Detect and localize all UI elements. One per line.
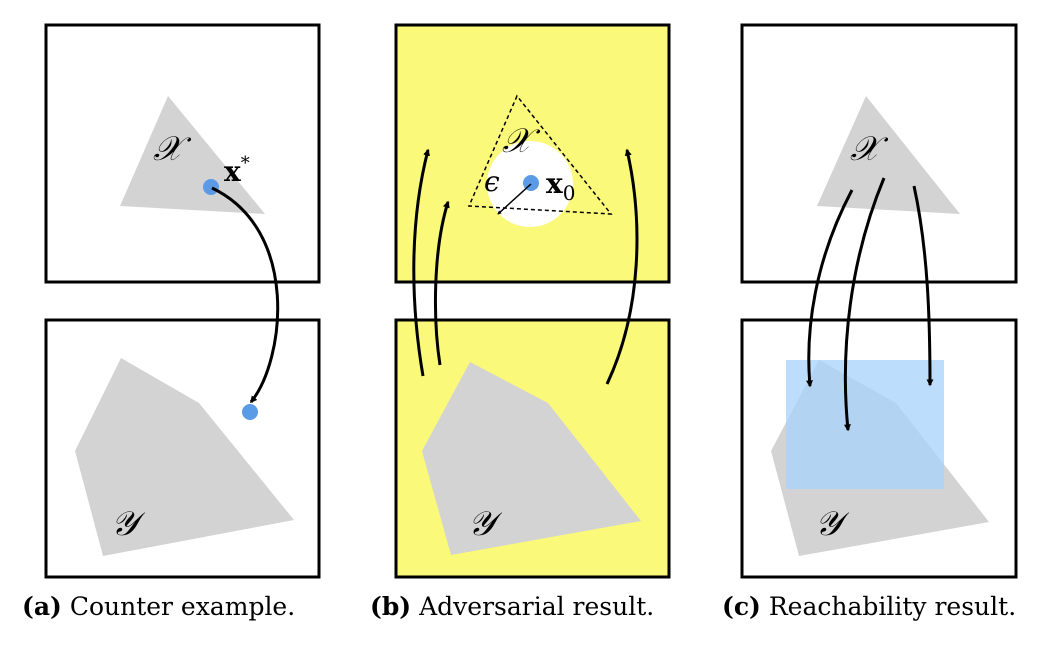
caption-tag-c: (c): [722, 592, 761, 621]
panel-c: 𝒳 𝒴: [740, 23, 1018, 579]
caption-text-c: Reachability result.: [768, 592, 1017, 621]
reach-arrow-2: [843, 177, 886, 432]
output-set-y-a: [75, 358, 294, 556]
nominal-point-label: x0: [546, 167, 575, 205]
caption-c: (c) Reachability result.: [722, 592, 1016, 621]
counterexample-point-output: [242, 404, 258, 420]
panel-b: 𝒳 𝒴 ϵ x0: [394, 23, 671, 579]
caption-tag-a: (a): [22, 592, 62, 621]
adversarial-arrow-3: [605, 148, 639, 385]
counterexample-point-input: [203, 179, 219, 195]
input-set-x-b: [467, 94, 613, 215]
reach-arrow-1: [806, 189, 854, 388]
panel-a: 𝒳 𝒴 x*: [44, 23, 321, 579]
input-set-x-c: [817, 96, 960, 214]
caption-a: (a) Counter example.: [22, 592, 295, 621]
caption-tag-b: (b): [370, 592, 412, 621]
reach-arrow-3: [912, 185, 934, 387]
output-set-y-b: [422, 362, 641, 555]
caption-text-a: Counter example.: [69, 592, 296, 621]
caption-b: (b) Adversarial result.: [370, 592, 654, 621]
adversarial-arrow-1: [412, 148, 430, 377]
counterexample-label: x*: [224, 153, 250, 188]
input-set-x-a: [120, 96, 265, 214]
epsilon-label: ϵ: [484, 165, 500, 198]
adversarial-arrow-2: [433, 200, 450, 366]
epsilon-radius-arrow: [497, 183, 532, 215]
mapping-arrow-a: [211, 186, 280, 404]
caption-text-b: Adversarial result.: [419, 592, 655, 621]
